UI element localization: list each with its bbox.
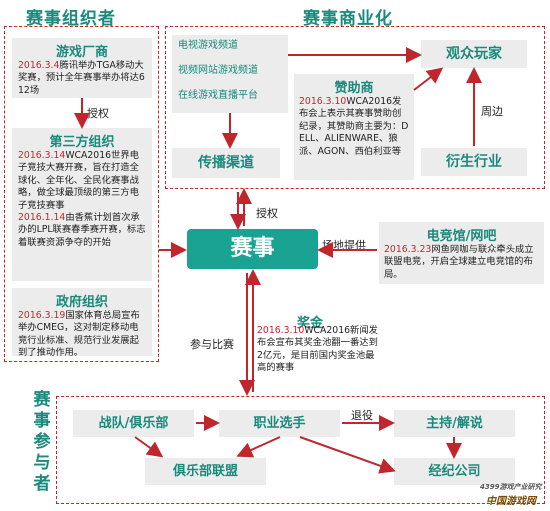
game-maker-box: 游戏厂商 2016.3.4腾讯举办TGA移动大奖赛，预计全年赛事举办将达612场 [12, 38, 152, 98]
organizer-region [4, 26, 159, 362]
gov-title: 政府组织 [55, 295, 108, 310]
watermark-line1: 4399游戏产业研究 [480, 483, 542, 491]
venue-date: 2016.3.23 [384, 244, 432, 255]
game-maker-text: 2016.3.4腾讯举办TGA移动大奖赛，预计全年赛事举办将达612场 [18, 60, 145, 96]
participant-region [56, 396, 545, 504]
channel-item-video: 视频网站游戏频道 [178, 65, 258, 76]
gov-text: 2016.3.19国家体育总局宣布举办CMEG，这对制定移动电竞行业标准、规范行… [18, 310, 140, 359]
league-box: 俱乐部联盟 [145, 458, 266, 485]
watermark-line2: 中国游戏网 [486, 496, 536, 507]
venue-label: 场地提供 [322, 239, 366, 252]
venue-text: 2016.3.23网鱼网咖与联众牵头成立联盟电竞，开启全球建立电竞馆的布局。 [384, 244, 534, 280]
participate-label: 参与比赛 [190, 338, 234, 351]
third-party-text-2: 2016.1.14由香蕉计划首次承办的LPL联赛春季赛开赛，标志着联赛资源争夺的… [18, 212, 146, 248]
business-title: 赛事商业化 [303, 9, 393, 29]
gov-box: 政府组织 2016.3.19国家体育总局宣布举办CMEG，这对制定移动电竞行业标… [12, 288, 152, 358]
participant-title-2: 事 [33, 411, 51, 431]
third-party-title: 第三方组织 [49, 135, 115, 150]
org-authorize-label: 授权 [87, 107, 109, 120]
prize-text: 2016.3.10WCA2016新闻发布会宣布其奖金池翻一番达到2亿元，是目前国… [257, 325, 378, 374]
channel-item-tv: 电视游戏频道 [178, 40, 238, 51]
sponsor-title: 赞助商 [334, 81, 374, 96]
third-party-date-1: 2016.3.14 [18, 150, 66, 161]
sponsor-box: 赞助商 2016.3.10WCA2016发布会上表示其赛事赞助创纪录，其赞助商主… [294, 74, 414, 180]
channels-list-box: 电视游戏频道 视频网站游戏频道 在线游戏直播平台 [172, 35, 288, 113]
player-box: 职业选手 [219, 410, 340, 437]
participant-title-4: 与 [33, 453, 51, 473]
participant-title-5: 者 [33, 474, 51, 494]
third-party-date-2: 2016.1.14 [18, 212, 66, 224]
retire-label: 退役 [351, 409, 373, 422]
participant-title-1: 赛 [33, 390, 51, 410]
third-party-box: 第三方组织 2016.3.14WCA2016世界电子竞技大赛开赛，旨在打造全球化… [12, 128, 152, 281]
game-maker-title: 游戏厂商 [55, 45, 108, 60]
participant-title-3: 参 [33, 432, 51, 452]
venue-title: 电竞馆/网吧 [426, 229, 497, 244]
peripheral-label: 周边 [481, 105, 503, 118]
channel-box: 传播渠道 [172, 148, 280, 178]
gov-date: 2016.3.19 [18, 310, 66, 321]
team-box: 战队/俱乐部 [73, 410, 194, 437]
sponsor-date: 2016.3.10 [299, 96, 347, 107]
host-box: 主持/解说 [394, 410, 515, 437]
game-maker-date: 2016.3.4 [18, 60, 60, 71]
audience-box: 观众玩家 [421, 40, 527, 68]
prize-label: 奖金 [297, 316, 324, 331]
organizer-title: 赛事组织者 [26, 9, 116, 29]
authorize-label: 授权 [256, 207, 278, 220]
venue-box: 电竞馆/网吧 2016.3.23网鱼网咖与联众牵头成立联盟电竞，开启全球建立电竞… [379, 222, 544, 284]
third-party-text-1: 2016.3.14WCA2016世界电子竞技大赛开赛，旨在打造全球化、全年化、全… [18, 150, 139, 211]
agency-box: 经纪公司 [394, 458, 515, 485]
sponsor-text: 2016.3.10WCA2016发布会上表示其赛事赞助创纪录，其赞助商主要为：D… [299, 96, 409, 157]
business-region [165, 26, 545, 189]
derivative-box: 衍生行业 [421, 148, 527, 176]
center-event-box: 赛事 [187, 229, 318, 269]
channel-item-live: 在线游戏直播平台 [178, 90, 258, 101]
prize-date: 2016.3.10 [257, 325, 305, 336]
